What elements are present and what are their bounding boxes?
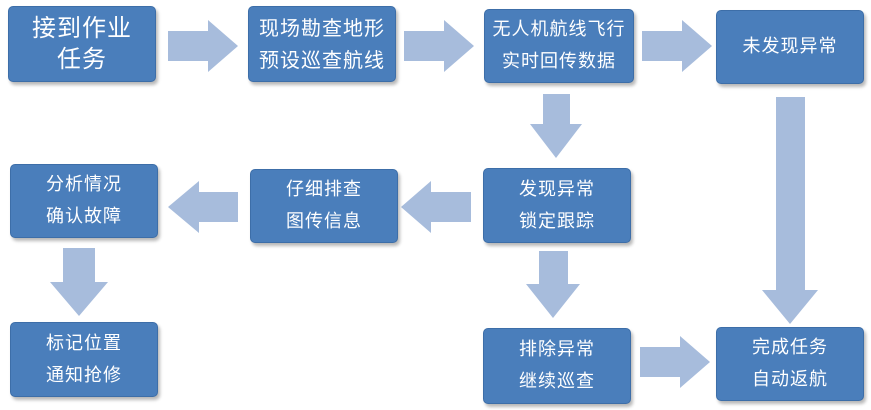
step-line: 无人机航线飞行 — [492, 19, 626, 40]
step-line: 确认故障 — [46, 206, 122, 227]
step-line: 实时回传数据 — [502, 51, 616, 72]
step-line: 锁定跟踪 — [519, 210, 595, 232]
step-line: 完成任务 — [752, 337, 828, 358]
step-line: 标记位置 — [46, 332, 122, 354]
step-line: 排除异常 — [519, 339, 595, 360]
arrow-clear-to-complete — [640, 336, 710, 388]
step-clear-anomaly: 排除异常 继续巡查 — [483, 328, 631, 404]
arrow-inspect-to-analyze — [168, 181, 238, 233]
arrow-found-to-clear — [526, 251, 580, 318]
step-no-anomaly: 未发现异常 — [716, 10, 864, 84]
step-line: 发现异常 — [519, 178, 595, 200]
step-survey-terrain: 现场勘查地形 预设巡查航线 — [248, 6, 396, 82]
step-line: 预设巡查航线 — [259, 48, 385, 72]
step-found-anomaly: 发现异常 锁定跟踪 — [483, 168, 631, 243]
arrow-no-anomaly-to-complete — [762, 97, 818, 324]
arrow-receive-to-survey — [168, 20, 238, 72]
step-line: 接到作业 — [32, 14, 132, 42]
step-drone-flight: 无人机航线飞行 实时回传数据 — [484, 9, 634, 83]
step-line: 继续巡查 — [519, 371, 595, 392]
step-receive-task: 接到作业 任务 — [8, 6, 156, 82]
step-complete-task: 完成任务 自动返航 — [716, 327, 864, 401]
step-line: 任务 — [57, 45, 107, 73]
step-line: 图传信息 — [286, 211, 362, 232]
arrow-flight-to-found — [530, 94, 582, 158]
step-line: 未发现异常 — [742, 36, 838, 57]
arrow-found-to-inspect — [401, 181, 471, 233]
step-line: 通知抢修 — [46, 364, 122, 386]
step-inspect: 仔细排查 图传信息 — [250, 169, 398, 243]
step-line: 自动返航 — [752, 369, 828, 390]
step-line: 仔细排查 — [286, 179, 362, 200]
arrow-survey-to-flight — [404, 20, 474, 72]
arrow-flight-to-no-anomaly — [642, 20, 712, 72]
step-analyze: 分析情况 确认故障 — [10, 164, 158, 238]
step-line: 现场勘查地形 — [259, 16, 385, 40]
arrow-analyze-to-mark — [50, 248, 108, 316]
step-line: 分析情况 — [46, 174, 122, 195]
step-mark-position: 标记位置 通知抢修 — [10, 322, 158, 397]
